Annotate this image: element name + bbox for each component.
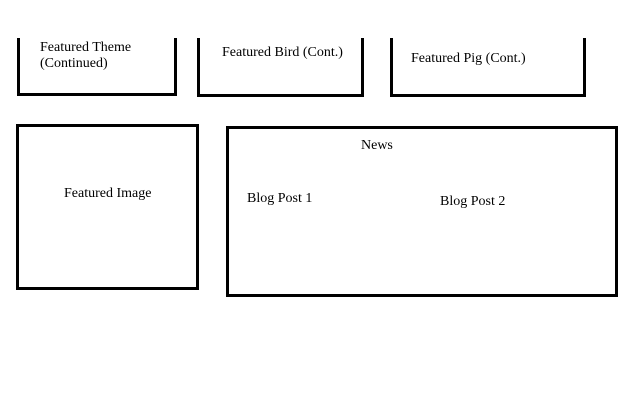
featured-image-box xyxy=(16,124,199,290)
featured-pig-label: Featured Pig (Cont.) xyxy=(411,51,526,66)
blog-post-2-label: Blog Post 2 xyxy=(440,194,506,209)
featured-bird-label: Featured Bird (Cont.) xyxy=(222,45,343,60)
news-title: News xyxy=(361,138,393,153)
featured-theme-label: Featured Theme (Continued) xyxy=(40,40,131,72)
featured-bird-box xyxy=(197,38,364,97)
featured-image-label: Featured Image xyxy=(64,186,152,201)
featured-pig-box xyxy=(390,38,586,97)
featured-theme-label-line1: Featured Theme xyxy=(40,40,132,55)
featured-theme-box xyxy=(17,38,177,96)
featured-theme-label-line2: (Continued) xyxy=(40,56,108,71)
blog-post-1-label: Blog Post 1 xyxy=(247,191,313,206)
news-box xyxy=(226,126,618,297)
